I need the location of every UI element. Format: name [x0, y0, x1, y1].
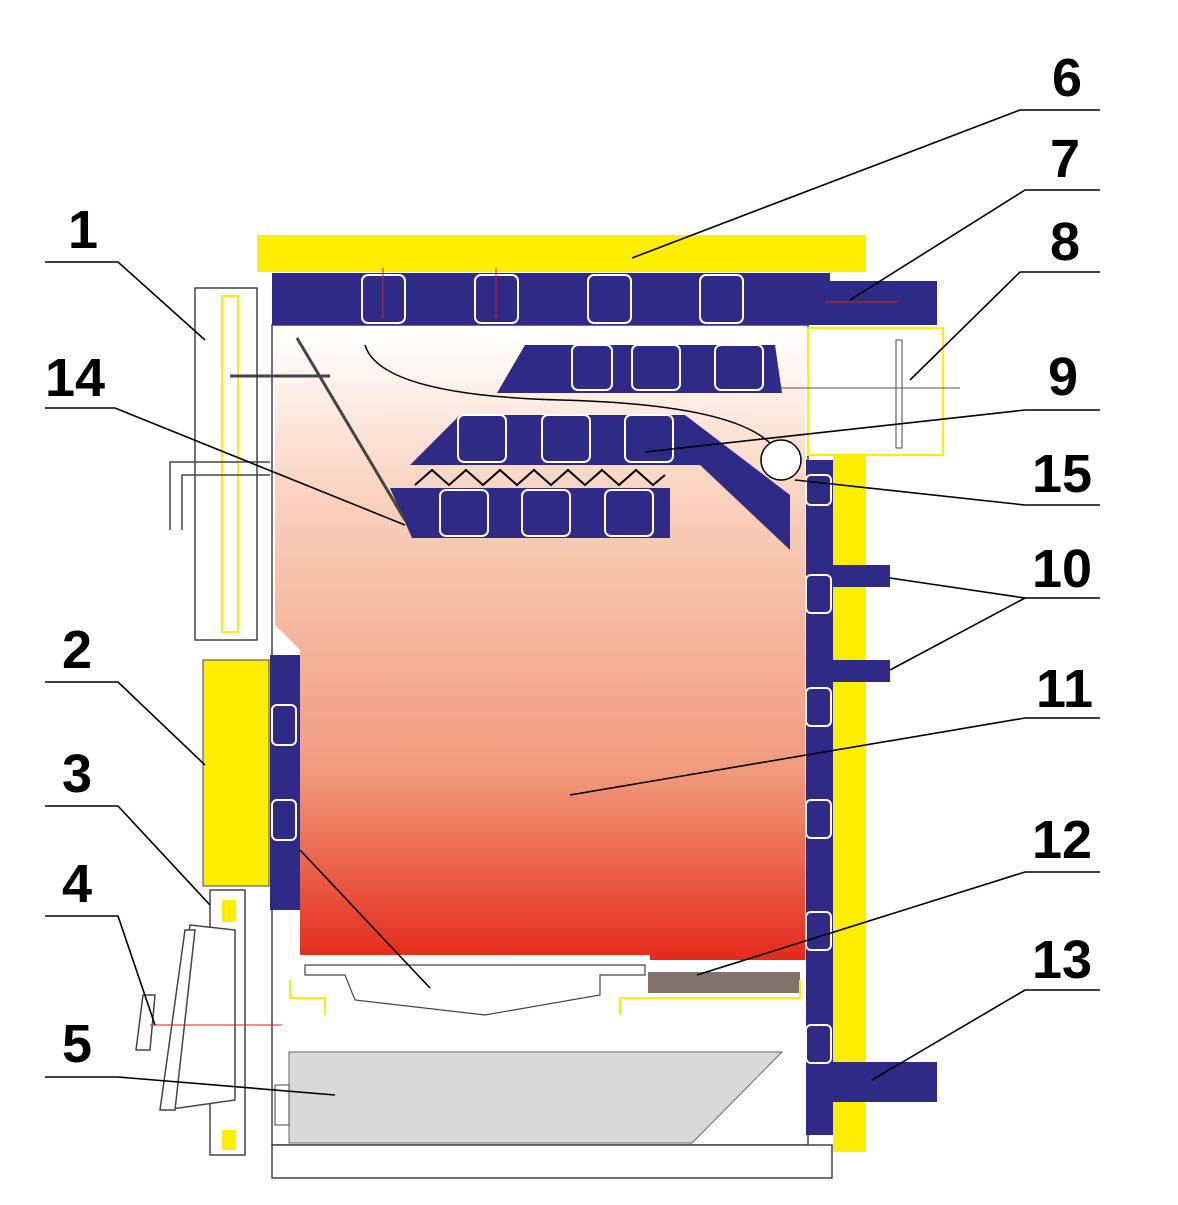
turbulator-zigzag [414, 468, 666, 487]
middle-door-insulation [202, 659, 270, 887]
label-5: 5 [62, 1014, 92, 1074]
rod [295, 337, 407, 521]
label-13: 13 [1032, 930, 1092, 990]
boiler-base [271, 1144, 833, 1179]
label-2: 2 [62, 620, 92, 680]
grate [304, 964, 646, 1016]
label-15: 15 [1032, 444, 1092, 504]
water-connection-upper [833, 565, 890, 587]
right-insulation [833, 455, 866, 1152]
air-channel [364, 344, 781, 459]
flue-outlet [830, 281, 937, 325]
right-jacket-tubes [805, 474, 832, 1064]
label-3: 3 [62, 744, 92, 804]
cleaning-opening [760, 439, 802, 481]
top-insulation [257, 235, 866, 272]
label-14: 14 [45, 348, 105, 408]
door-handle [169, 461, 270, 530]
label-7: 7 [1050, 129, 1080, 189]
left-water-jacket [270, 655, 300, 910]
baffle-lower [390, 488, 670, 538]
top-jacket-tubes [361, 268, 744, 324]
air-regulator-knob [135, 994, 156, 1051]
return-connection [833, 1062, 937, 1102]
label-6: 6 [1052, 48, 1082, 108]
right-water-jacket [806, 460, 833, 1135]
label-10: 10 [1032, 539, 1092, 599]
flue-damper-box [807, 327, 944, 456]
label-11: 11 [1036, 659, 1093, 719]
label-8: 8 [1050, 212, 1080, 272]
flue-damper [895, 339, 903, 449]
baffle-tubes [439, 344, 764, 537]
top-water-jacket [272, 273, 830, 325]
label-12: 12 [1032, 810, 1092, 870]
leader-lines [45, 109, 1100, 1096]
water-connection-lower [833, 660, 890, 682]
label-9: 9 [1048, 347, 1078, 407]
baffle-top [497, 345, 782, 393]
grate-part [648, 972, 800, 993]
label-1: 1 [68, 200, 98, 260]
label-4: 4 [62, 854, 92, 914]
